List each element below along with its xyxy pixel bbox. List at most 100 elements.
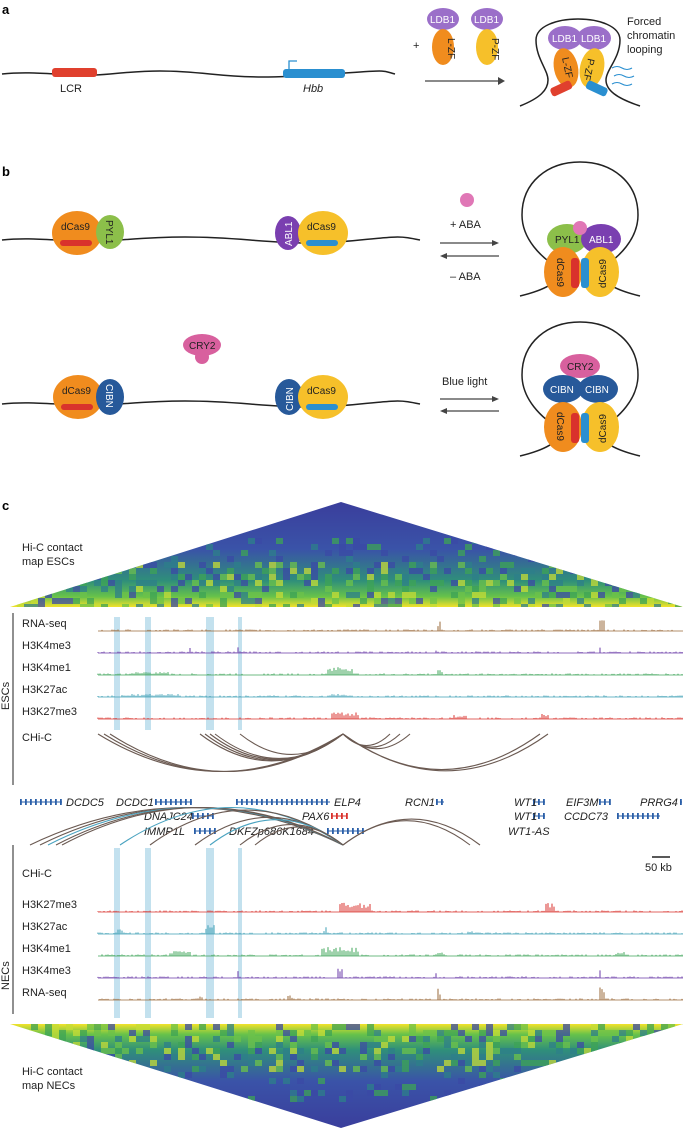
chic-label-necs: CHi-C <box>22 868 52 880</box>
h3k4me1-track <box>97 667 683 676</box>
dcas9-label-2: dCas9 <box>307 222 336 233</box>
pzf-protein <box>579 48 605 88</box>
gene-eif3m: EIF3M <box>566 797 599 809</box>
cibn-label-4: CIBN <box>585 385 609 396</box>
plus-aba-label: + ABA <box>450 219 482 231</box>
gene-track-wt1 <box>533 799 545 805</box>
h3k4me3-track <box>97 647 683 654</box>
ldb1-protein <box>471 8 503 30</box>
pzf-protein <box>476 29 498 65</box>
gene-track-pax6 <box>331 813 348 819</box>
abl1-label-2: ABL1 <box>589 235 614 246</box>
dcas9-label-7: dCas9 <box>554 412 565 441</box>
lcr-element <box>550 80 573 97</box>
lzf-protein <box>432 29 454 65</box>
guide-rna <box>306 404 338 410</box>
hic-map-necs <box>10 1024 683 1128</box>
escs-label: ESCs <box>0 681 12 710</box>
plus-sign: + <box>413 40 419 52</box>
h3k27me3-track <box>97 712 683 720</box>
hbb-label: Hbb <box>303 83 323 95</box>
abl1-label: ABL1 <box>284 221 295 246</box>
aba-molecule-icon <box>460 193 474 207</box>
lzf-label: L-ZF <box>445 38 456 59</box>
hic-map-escs <box>10 502 683 607</box>
gene-rcn1: RCN1 <box>405 797 435 809</box>
gene-track-eif3m <box>599 799 611 805</box>
gene-wt1: WT1 <box>514 797 537 809</box>
hic-necs-label-1: Hi-C contact <box>22 1066 83 1078</box>
chic-arcs-necs <box>29 806 481 846</box>
track-label: H3K27me3 <box>22 706 77 718</box>
gene-track-dcdc1 <box>155 799 192 805</box>
cry2-label: CRY2 <box>189 341 216 352</box>
forced-looping-caption-2: chromatin <box>627 30 675 42</box>
gene-dnajc24: DNAJC24 <box>144 811 193 823</box>
arrowhead-icon <box>492 396 499 402</box>
dcas9-protein <box>53 375 103 419</box>
dcas9-label-3: dCas9 <box>554 258 565 287</box>
pyl1-label: PYL1 <box>103 220 114 245</box>
dcas9-label: dCas9 <box>61 222 90 233</box>
hic-escs-label-2: map ESCs <box>22 556 75 568</box>
gene-wt1-as: WT1-AS <box>508 826 550 838</box>
track-label: H3K27me3 <box>22 899 77 911</box>
ldb1-protein <box>577 26 611 50</box>
chic-arc <box>342 820 471 846</box>
necs-label: NECs <box>0 961 12 990</box>
dcas9-protein <box>581 402 619 452</box>
guide-rna <box>581 258 589 288</box>
gene-track-dnajc24 <box>192 813 214 819</box>
chromatin-loop <box>519 18 641 107</box>
dcas9-protein <box>52 211 102 255</box>
esc-tracks: RNA-seq H3K4me3 H3K4me1 H3K27ac H3K27me3 <box>22 618 683 720</box>
cibn-protein <box>275 379 303 415</box>
gene-dkfzp: DKFZp686K1684 <box>229 826 314 838</box>
h3k27ac-track <box>97 925 683 935</box>
cibn-label-2: CIBN <box>285 387 296 411</box>
h3k27me3-track <box>97 902 683 913</box>
h3k4me1-track <box>98 947 683 957</box>
track-label: RNA-seq <box>22 987 67 999</box>
gene-dcdc5: DCDC5 <box>66 797 105 809</box>
dcas9-protein <box>298 211 348 255</box>
arrowhead-icon <box>440 253 447 259</box>
lcr-label: LCR <box>60 83 82 95</box>
panel-a-label: a <box>2 2 10 17</box>
tss-arrow-icon <box>288 60 297 69</box>
track-label: H3K4me3 <box>22 640 71 652</box>
chic-label-escs: CHi-C <box>22 732 52 744</box>
guide-rna <box>60 240 92 246</box>
ldb1-label-3: LDB1 <box>552 34 577 45</box>
abl1-protein <box>581 224 621 254</box>
hbb-gene <box>283 69 345 78</box>
dcas9-label-5: dCas9 <box>62 386 91 397</box>
gene-track-prrg4 <box>680 799 682 805</box>
cibn-protein <box>578 375 618 403</box>
gene-pax6: PAX6 <box>302 811 330 823</box>
guide-rna <box>571 258 579 288</box>
chic-arc <box>47 806 344 846</box>
ldb1-label-2: LDB1 <box>474 15 499 26</box>
guide-rna <box>61 404 93 410</box>
track-label: H3K27ac <box>22 684 68 696</box>
gene-track-immp1l <box>194 828 216 834</box>
forced-looping-caption-3: looping <box>627 44 662 56</box>
lcr-element <box>52 68 97 77</box>
chic-arcs-escs <box>97 733 549 772</box>
scale-bar-label: 50 kb <box>645 862 672 874</box>
arrowhead-icon <box>492 240 499 246</box>
track-label: H3K27ac <box>22 921 68 933</box>
gene-track-ccdc73 <box>617 813 660 819</box>
aba-molecule-icon <box>573 221 587 235</box>
gene-wt1-2: WT1 <box>514 811 537 823</box>
transcription-waves-icon <box>611 65 635 87</box>
blue-light-label: Blue light <box>442 376 487 388</box>
cibn-protein <box>543 375 583 403</box>
nec-tracks: H3K27me3 H3K27ac H3K4me1 H3K4me3 RNA-seq <box>22 899 683 1001</box>
ldb1-protein <box>548 26 582 50</box>
hic-escs-label-1: Hi-C contact <box>22 542 83 554</box>
track-label: H3K4me1 <box>22 943 71 955</box>
arrowhead-icon <box>498 77 505 85</box>
